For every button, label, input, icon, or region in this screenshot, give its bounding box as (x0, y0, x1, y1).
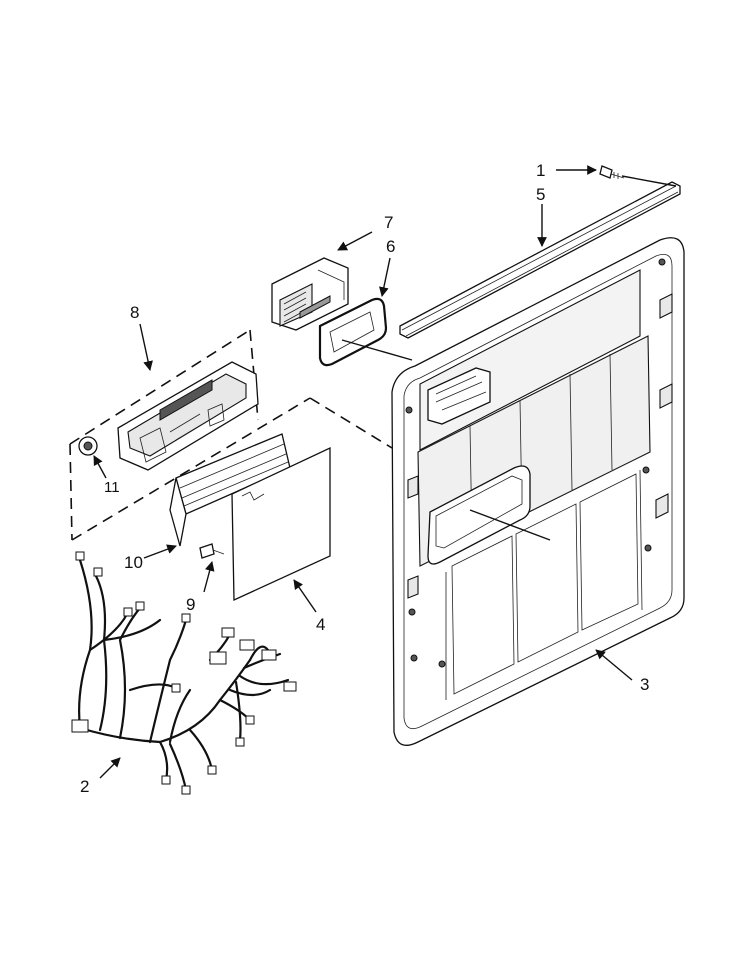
callout-8: 8 (130, 303, 139, 322)
screw-part-9 (199, 543, 225, 559)
vent-assembly (271, 257, 349, 331)
callout-4: 4 (316, 615, 325, 634)
callout-10: 10 (124, 553, 143, 572)
leader-lines (93, 165, 677, 779)
vent-gasket (318, 297, 388, 367)
screw-part-1 (599, 165, 625, 179)
callout-3: 3 (640, 675, 649, 694)
callout-7: 7 (384, 213, 393, 232)
door-top-strip (399, 181, 681, 339)
callout-1: 1 (536, 161, 545, 180)
callout-11: 11 (104, 479, 120, 496)
callout-9: 9 (186, 595, 195, 614)
callout-6: 6 (386, 237, 395, 256)
nut-part-11 (78, 436, 98, 456)
wire-harness (71, 551, 297, 795)
insulation-sheet (231, 446, 331, 602)
inner-door-panel (391, 237, 685, 746)
callout-labels: 1 5 7 6 8 11 10 9 4 3 2 (80, 161, 649, 796)
user-interface-console (117, 361, 259, 471)
callout-2: 2 (80, 777, 89, 796)
callout-5: 5 (536, 185, 545, 204)
